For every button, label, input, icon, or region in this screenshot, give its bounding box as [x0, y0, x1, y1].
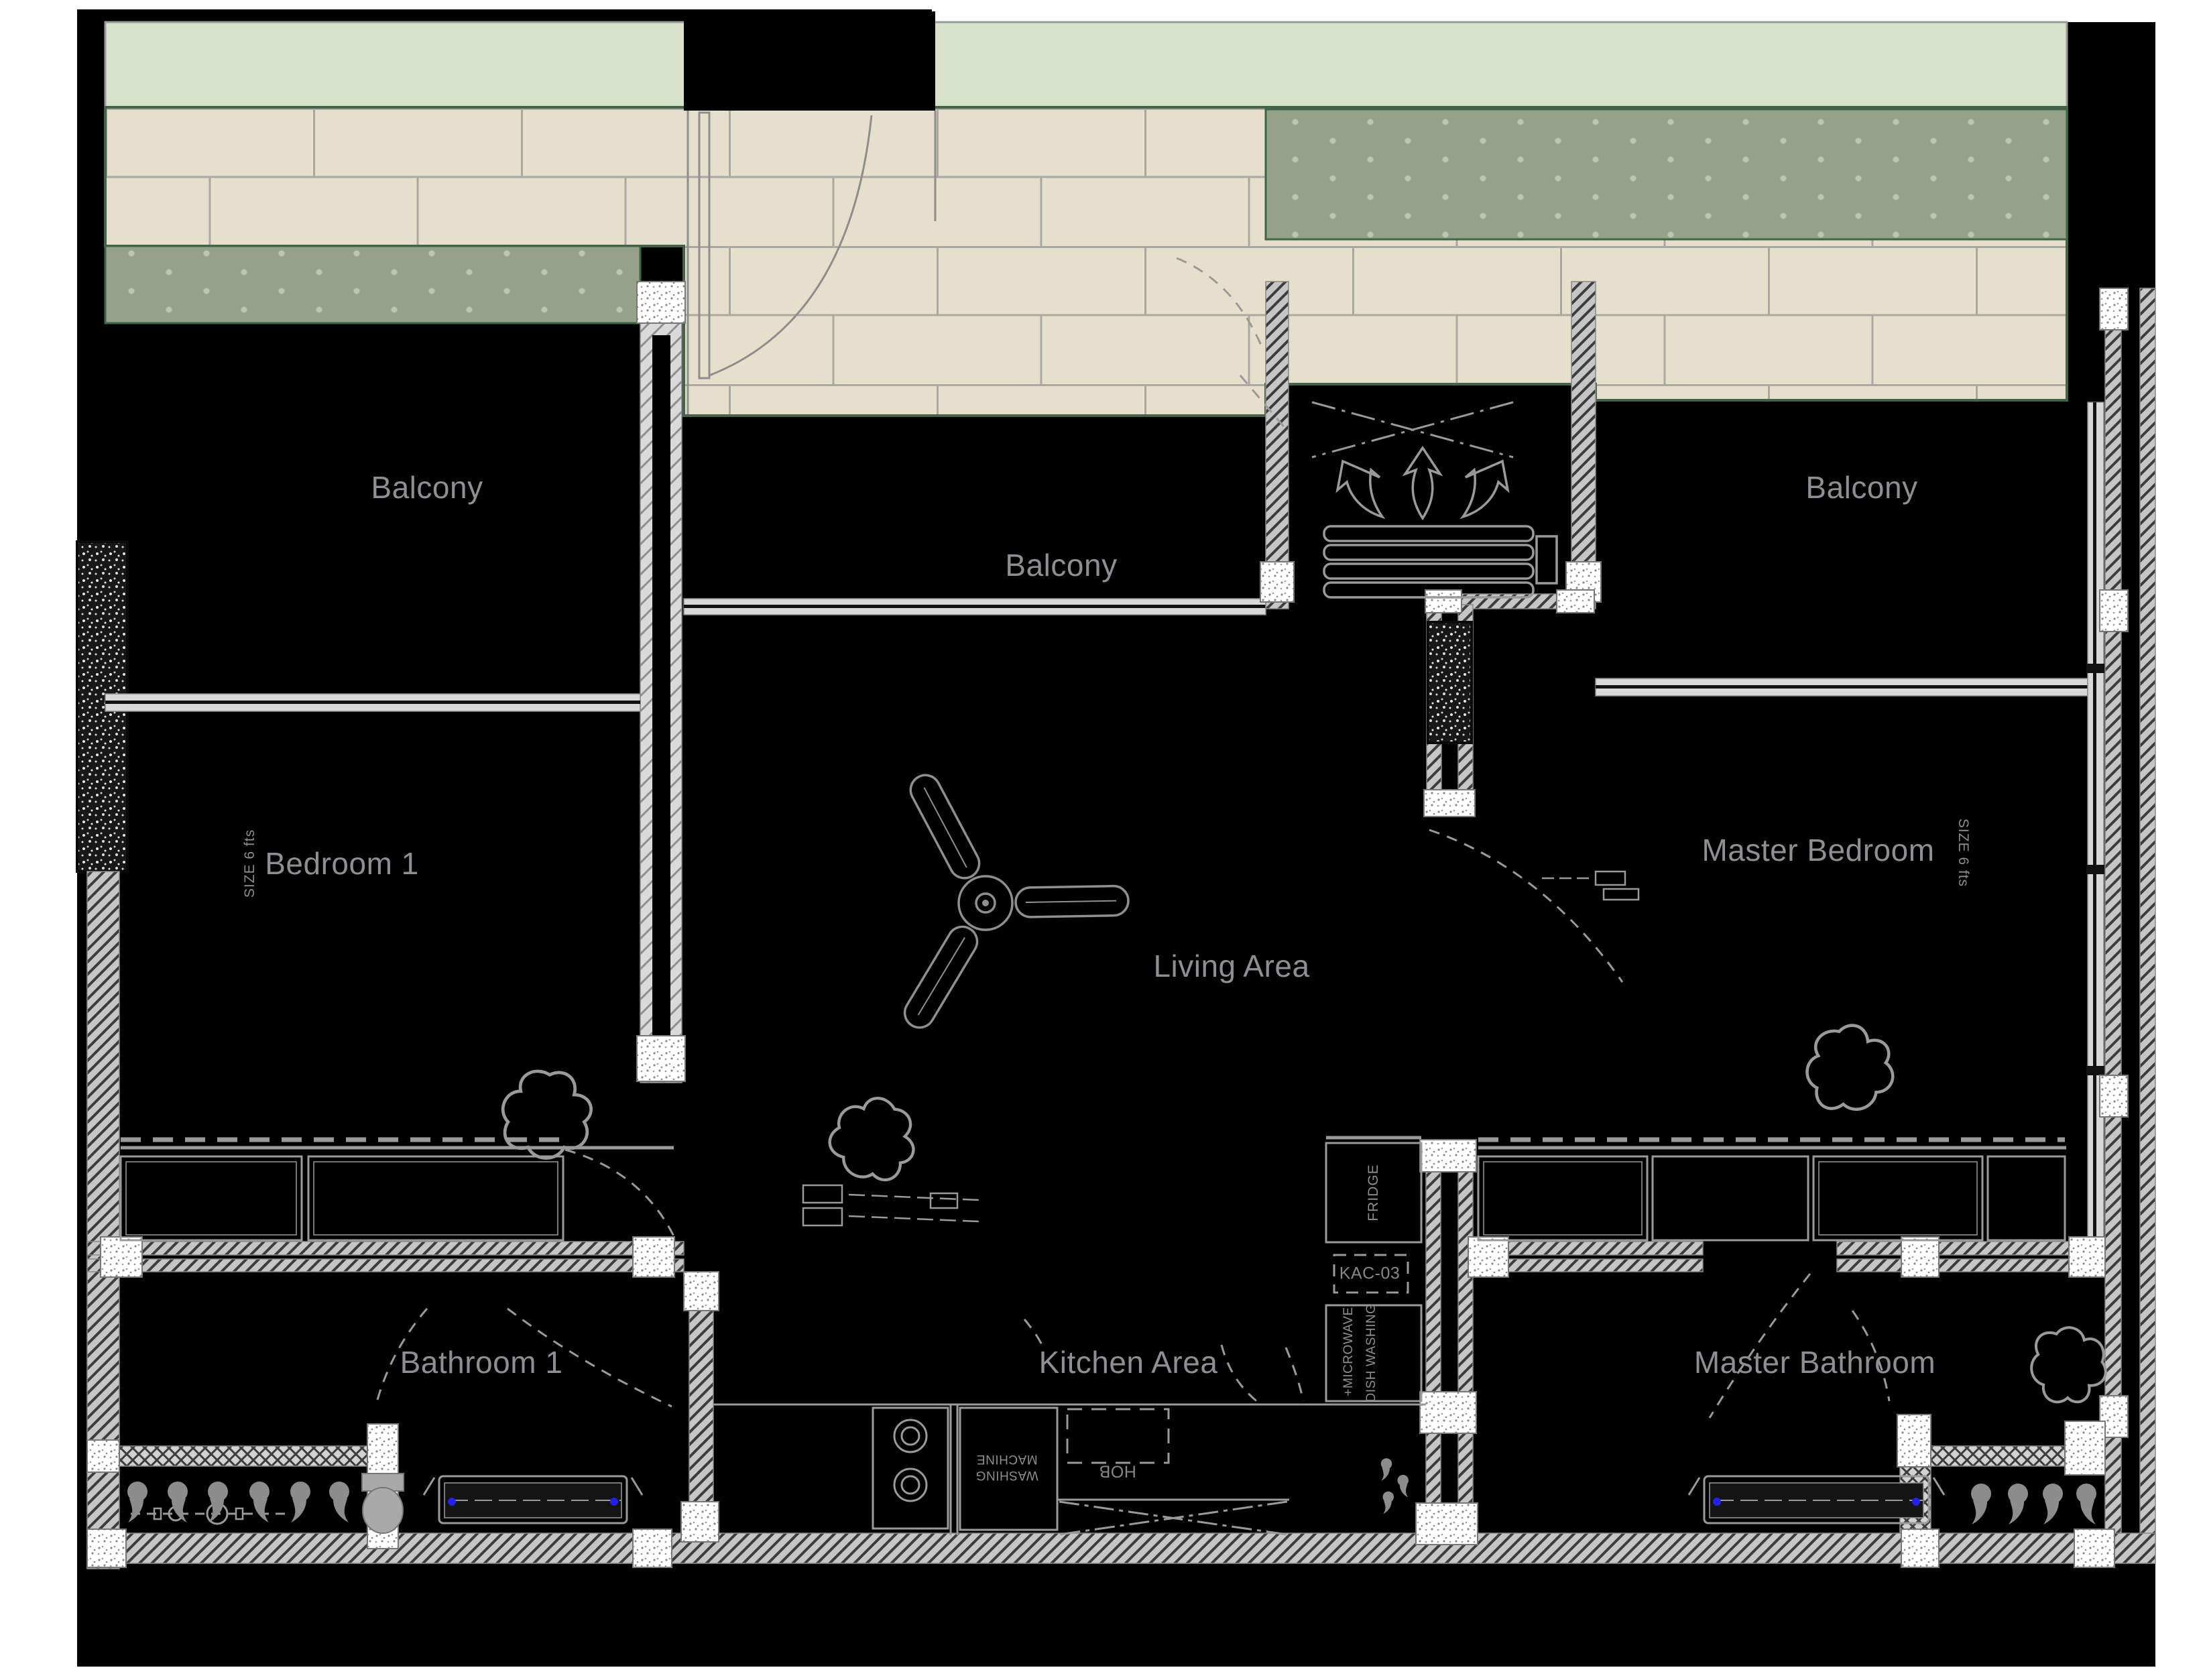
hob-label: HOB — [1099, 1461, 1136, 1481]
kitchen-door-arc-small — [1023, 1319, 1045, 1348]
washing-machine-label: WASHING MACHINE — [975, 1452, 1038, 1482]
bedroom1-label: Bedroom 1 — [265, 846, 419, 881]
bathtub-icon — [422, 1475, 644, 1524]
master-bathtub-icon — [1687, 1475, 1946, 1524]
master-bedroom-label: Master Bedroom — [1702, 833, 1935, 867]
entrance-door — [687, 111, 937, 414]
bathroom1-fixtures — [127, 1473, 644, 1534]
kitchen-door-arc-1 — [1220, 1344, 1259, 1404]
kac-box — [1333, 1254, 1409, 1294]
hob-box — [1066, 1408, 1170, 1464]
lawn-patch-right — [1264, 108, 2068, 241]
microwave-label: +MICROWAVE — [1342, 1307, 1356, 1396]
bathroom1-door-arc-right — [507, 1307, 672, 1408]
balcony-door-leaf — [1239, 375, 1287, 430]
living-area-label: Living Area — [1153, 949, 1310, 983]
wall-piers — [86, 281, 2129, 1568]
fridge-label: FRIDGE — [1366, 1164, 1381, 1221]
fridge-box — [1325, 1142, 1423, 1244]
lawn-patch-left — [104, 245, 642, 324]
master-bedroom-door-arc — [1429, 829, 1624, 983]
balcony-right-label: Balcony — [1805, 470, 1918, 505]
walls — [76, 281, 2156, 1569]
microwave-box — [1325, 1304, 1423, 1402]
dish-washing-label: DISH WASHING — [1364, 1303, 1378, 1402]
master-bathroom-fixtures — [1380, 1458, 2096, 1524]
balcony-center-label: Balcony — [1005, 548, 1118, 583]
master-bedroom-wardrobe — [1477, 1137, 2066, 1242]
bedroom1-wardrobe — [119, 1137, 674, 1242]
door-swings — [376, 257, 1891, 1419]
master-bedroom-size-label: SIZE 6 fts — [1956, 818, 1971, 888]
bedroom1-size-label: SIZE 6 fts — [242, 829, 257, 898]
master-bathroom-door-arc-1 — [1708, 1273, 1811, 1419]
bedroom1-door-arc — [564, 1148, 677, 1241]
balcony-left-label: Balcony — [371, 470, 483, 505]
entrance-block — [684, 11, 935, 111]
washing-machine-box — [959, 1406, 1059, 1531]
balcony-ac-unit — [1311, 401, 1558, 599]
lawn-strip — [104, 21, 2068, 109]
master-bathroom-label: Master Bathroom — [1693, 1345, 1936, 1380]
airflow-arrows-icon — [1335, 445, 1510, 521]
living-furniture-symbols — [802, 870, 1640, 1227]
kitchen-fixtures — [713, 1136, 1426, 1536]
kac-label: KAC-03 — [1339, 1264, 1401, 1283]
kitchen-door-arc-2 — [1285, 1347, 1305, 1402]
kitchen-area-label: Kitchen Area — [1038, 1345, 1218, 1380]
bathroom1-label: Bathroom 1 — [400, 1345, 563, 1380]
balcony-door-arc — [1176, 257, 1264, 351]
